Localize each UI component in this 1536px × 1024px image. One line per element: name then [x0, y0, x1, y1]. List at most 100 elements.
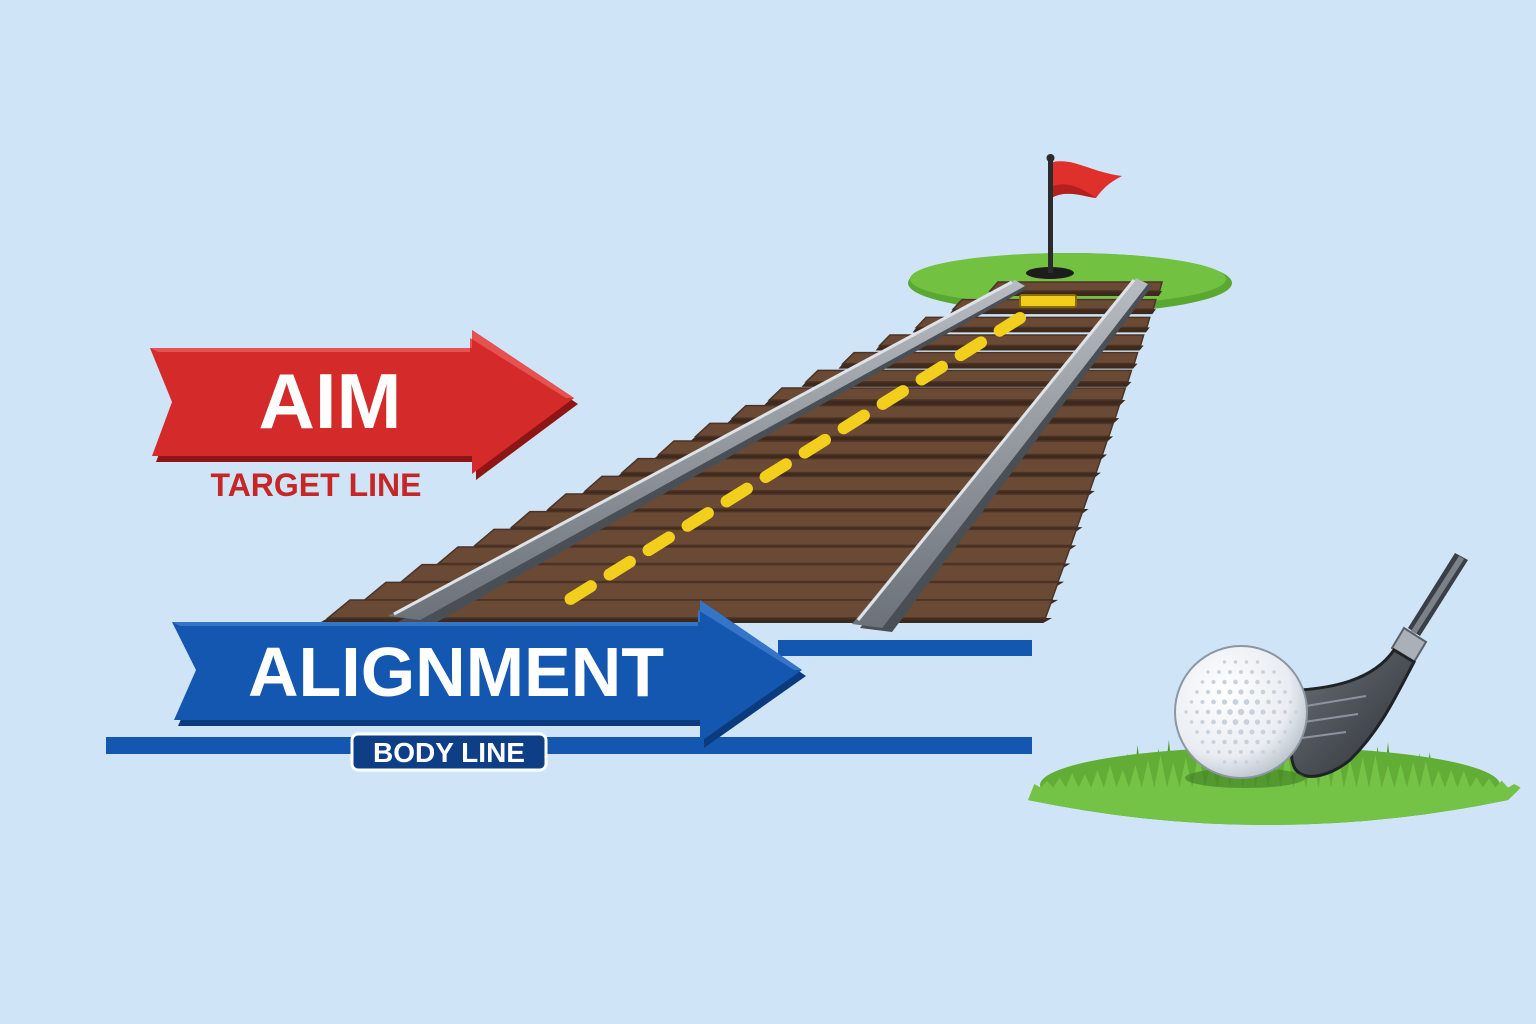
- golf-ball-dimple: [1249, 709, 1255, 715]
- golf-ball-dimple: [1255, 660, 1260, 664]
- golf-ball-dimple: [1200, 699, 1205, 705]
- golf-ball-dimple: [1200, 740, 1205, 744]
- golf-ball-dimple: [1211, 719, 1216, 725]
- golf-ball-dimple: [1227, 669, 1233, 675]
- golf-ball-dimple: [1261, 670, 1265, 674]
- golf-ball-dimple: [1255, 739, 1260, 745]
- golf-ball-dimple: [1216, 709, 1222, 715]
- golf-ball-dimple: [1277, 719, 1282, 725]
- golf-ball-dimple: [1261, 750, 1265, 754]
- golf-ball-dimple: [1195, 730, 1199, 734]
- dashed-target-line: [550, 294, 1077, 614]
- golf-ball-dimple: [1233, 760, 1238, 764]
- golf-ball-dimple: [1266, 699, 1271, 705]
- golf-ball-dimple: [1244, 679, 1249, 685]
- golf-ball-dimple: [1195, 710, 1199, 714]
- railroad-tie: [914, 316, 1151, 329]
- golf-ball-dimple: [1222, 760, 1227, 764]
- railroad-tie: [804, 369, 1133, 383]
- golf-ball-dimple: [1222, 679, 1227, 685]
- golf-ball-dimple: [1216, 729, 1222, 735]
- golf-ball-dimple: [1266, 719, 1271, 725]
- body-line-label: BODY LINE: [373, 737, 525, 768]
- golf-ball-dimple: [1254, 699, 1261, 705]
- golf-ball-dimple: [1227, 749, 1233, 755]
- flag-icon: [1046, 154, 1122, 273]
- golf-ball-dimple: [1238, 689, 1244, 695]
- railroad-tie: [841, 351, 1139, 365]
- golf-ball-dimple: [1271, 709, 1277, 715]
- golf-ball-dimples: [1184, 660, 1298, 764]
- golf-ball-dimple: [1221, 699, 1228, 705]
- golf-ball-dimple: [1205, 709, 1211, 715]
- golf-ball-dimple: [1200, 719, 1205, 725]
- railroad-tie: [767, 387, 1127, 401]
- golf-ball-dimple: [1238, 749, 1244, 755]
- golf-ball-dimple: [1232, 699, 1239, 705]
- golf-ball-dimple: [1233, 679, 1238, 685]
- golf-ball-dimple: [1260, 709, 1266, 715]
- golf-ball-dimple: [1266, 679, 1271, 685]
- golf-ball-dimple: [1227, 709, 1233, 715]
- golf-ball-dimple: [1266, 739, 1271, 745]
- golf-ball-dimple: [1238, 729, 1244, 735]
- golf-ball-dimple: [1271, 729, 1277, 735]
- body-line-badge: BODY LINE: [350, 732, 548, 772]
- golf-ball-dimple: [1288, 700, 1293, 704]
- golf-ball-dimple: [1205, 689, 1211, 695]
- golf-ball-dimple: [1211, 679, 1216, 685]
- aim-title: AIM: [259, 357, 402, 445]
- golf-ball-dimple: [1243, 719, 1250, 725]
- right-rail: [852, 278, 1152, 632]
- golf-ball-dimple: [1189, 700, 1194, 704]
- golf-ball-dimple: [1260, 729, 1266, 735]
- golf-ball-dimple: [1249, 749, 1255, 755]
- golf-ball-dimple: [1205, 729, 1211, 735]
- golf-ball-dimple: [1272, 750, 1276, 754]
- golf-ball-dimple: [1244, 739, 1249, 745]
- railroad-tie: [877, 334, 1145, 347]
- target-line-label: TARGET LINE: [211, 467, 422, 503]
- aim-banner: AIM: [150, 330, 578, 480]
- golf-ball-dimple: [1249, 689, 1255, 695]
- golf-ball-dimple: [1249, 729, 1255, 735]
- golf-ball-dimple: [1211, 739, 1216, 745]
- golf-club-icon: [1289, 553, 1468, 778]
- golf-ball-dimple: [1232, 719, 1239, 725]
- golf-ball-dimple: [1277, 680, 1282, 684]
- golf-ball-dimple: [1233, 660, 1238, 664]
- railroad-tie-shadow: [912, 327, 1150, 333]
- railroad-track-icon: [319, 278, 1163, 632]
- alignment-line-lower: [106, 737, 1032, 754]
- golf-ball-dimple: [1255, 760, 1260, 764]
- golf-ball-dimple: [1217, 670, 1221, 674]
- golf-ball-dimple: [1272, 670, 1276, 674]
- golf-ball-dimple: [1277, 740, 1282, 744]
- golf-ball-dimple: [1206, 750, 1210, 754]
- golf-ball-dimple: [1288, 720, 1293, 724]
- golf-ball-dimple: [1211, 699, 1216, 705]
- golf-ball-dimple: [1184, 710, 1188, 714]
- left-rail: [388, 280, 1028, 626]
- golf-ball-dimple: [1237, 708, 1245, 716]
- golf-ball-dimple: [1206, 670, 1210, 674]
- alignment-banner: ALIGNMENT: [172, 600, 806, 748]
- golf-ball-dimple: [1277, 699, 1282, 705]
- golf-ball-dimple: [1243, 699, 1250, 705]
- golf-ball-dimple: [1217, 750, 1221, 754]
- golf-ball-dimple: [1254, 719, 1261, 725]
- railroad-tie: [988, 281, 1163, 292]
- golf-ball-dimple: [1283, 710, 1287, 714]
- golf-ball-dimple: [1222, 739, 1227, 745]
- golf-ball-dimple: [1221, 719, 1228, 725]
- railroad-tie-shadow: [949, 309, 1156, 315]
- golf-ball-dimple: [1227, 689, 1233, 695]
- golf-ball-dimple: [1233, 739, 1238, 745]
- golf-ball-icon: [1174, 645, 1308, 788]
- golf-ball-dimple: [1249, 669, 1255, 675]
- golf-ball-dimple: [1294, 710, 1298, 714]
- golf-ball-dimple: [1195, 690, 1199, 694]
- golf-ball-dimple: [1255, 679, 1260, 685]
- golf-ball-dimple: [1244, 760, 1249, 764]
